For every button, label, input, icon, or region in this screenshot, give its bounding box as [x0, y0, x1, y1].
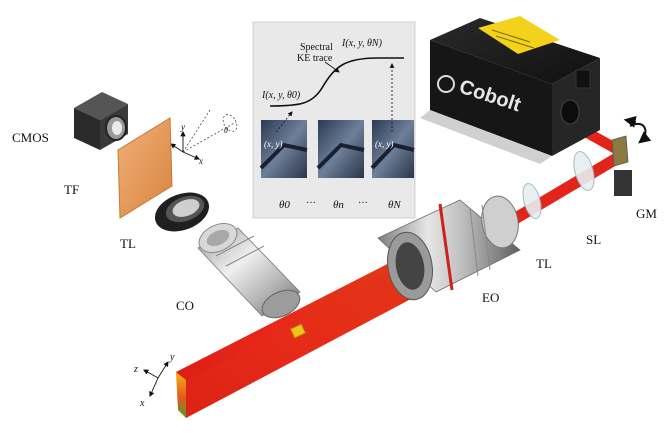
beam-fan	[176, 255, 409, 418]
sample-axis-y: y	[169, 352, 175, 363]
sl-label: SL	[586, 232, 601, 247]
cobolt-laser: Cobolt	[420, 16, 600, 164]
spectral-ke-trace-curve	[269, 57, 404, 107]
pixel-label-2: (x, y)	[375, 139, 393, 149]
ellipsis-1: ···	[306, 198, 316, 209]
excitation-objective	[377, 195, 521, 301]
trace-label-line1: Spectral	[300, 42, 333, 53]
cmos-label: CMOS	[12, 130, 49, 145]
laser-warning-label	[478, 16, 560, 54]
laser-beam	[176, 117, 622, 418]
theta-label-N: θN	[388, 199, 401, 211]
pixel-label-1: (x, y)	[264, 139, 282, 149]
camera-axis-y: y	[180, 122, 185, 132]
sample-axis-z: z	[133, 364, 138, 375]
tube-lens-left	[154, 192, 210, 232]
intensity-end-label: I(x, y, θN)	[341, 38, 383, 49]
camera-axes: y x z θ	[162, 109, 238, 166]
eo-label: EO	[482, 290, 499, 305]
tf-label: TF	[64, 182, 79, 197]
co-label: CO	[176, 298, 194, 313]
collection-objective	[197, 222, 301, 319]
theta-label-0: θ0	[279, 199, 290, 211]
intensity-start-label: I(x, y, θ0)	[261, 90, 301, 101]
ke-trace-inset: Spectral KE trace I(x, y, θN) I(x, y, θ0…	[252, 21, 416, 219]
galvo-mirror	[611, 115, 652, 196]
sample-axes: y z x	[133, 352, 175, 409]
camera-axis-x: x	[198, 156, 203, 166]
sample-axis-x: x	[139, 398, 145, 409]
beam-end-face	[176, 372, 186, 418]
cmos-camera	[74, 92, 128, 150]
gm-label: GM	[636, 206, 657, 221]
camera-axis-angle: θ	[224, 126, 228, 135]
tube-filter	[117, 117, 173, 219]
trace-label-line2: KE trace	[297, 53, 333, 64]
galvo-rotation-arrow	[629, 123, 652, 144]
theta-label-n: θn	[333, 199, 344, 211]
beam-sample-spot	[289, 323, 307, 339]
scan-lens	[573, 151, 595, 191]
tl-right-label: TL	[536, 256, 552, 271]
ellipsis-2: ···	[358, 198, 368, 209]
tl-left-label: TL	[120, 236, 136, 251]
tube-lens-right	[522, 182, 542, 220]
